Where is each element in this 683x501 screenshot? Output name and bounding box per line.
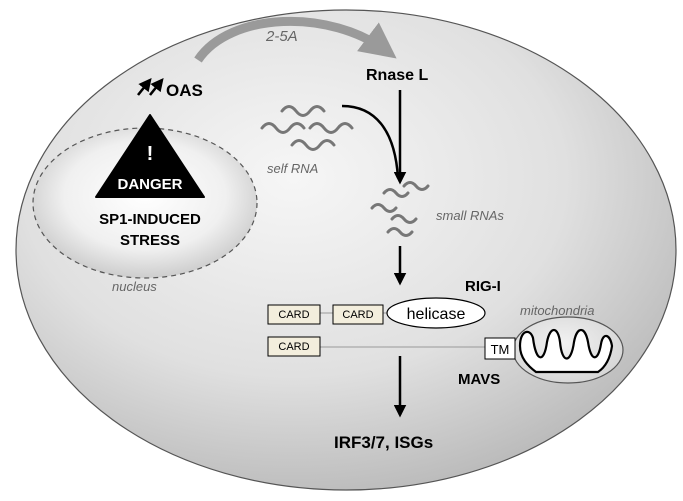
label-output: IRF3/7, ISGs — [334, 433, 433, 452]
label-danger: DANGER — [117, 176, 182, 193]
danger-exclamation: ! — [147, 143, 154, 165]
label-card-3: CARD — [278, 341, 309, 353]
label-rig-i: RIG-I — [465, 278, 501, 295]
cell-body — [15, 9, 677, 491]
danger-triangle-icon — [95, 114, 205, 198]
label-small-rnas: small RNAs — [436, 208, 504, 223]
tm-box — [484, 337, 516, 360]
label-card-2: CARD — [342, 309, 373, 321]
helicase-domain — [386, 297, 486, 329]
label-stress-line1: SP1-INDUCED — [99, 211, 201, 228]
label-stress-line2: STRESS — [120, 232, 180, 249]
self-rna-squiggles — [260, 105, 354, 151]
label-2-5a: 2-5A — [265, 28, 298, 45]
label-self-rna: self RNA — [267, 161, 318, 176]
card-box-1 — [267, 304, 321, 325]
curved-arrow-2-5a — [194, 16, 397, 63]
label-helicase: helicase — [407, 306, 466, 323]
arrow-self-rna-cleavage — [341, 104, 400, 179]
label-oas: OAS — [166, 81, 203, 100]
card-box-2 — [332, 304, 384, 325]
mitochondrion-cristae — [518, 328, 614, 374]
card-box-3 — [267, 336, 321, 357]
double-up-arrow-icon — [136, 77, 164, 96]
label-card-1: CARD — [278, 309, 309, 321]
small-rnas-squiggles — [370, 181, 430, 237]
label-rnase-l: Rnase L — [366, 67, 428, 84]
label-mavs: MAVS — [458, 371, 500, 388]
label-nucleus: nucleus — [112, 279, 157, 294]
label-tm: TM — [491, 342, 510, 357]
label-mitochondria: mitochondria — [520, 303, 594, 318]
